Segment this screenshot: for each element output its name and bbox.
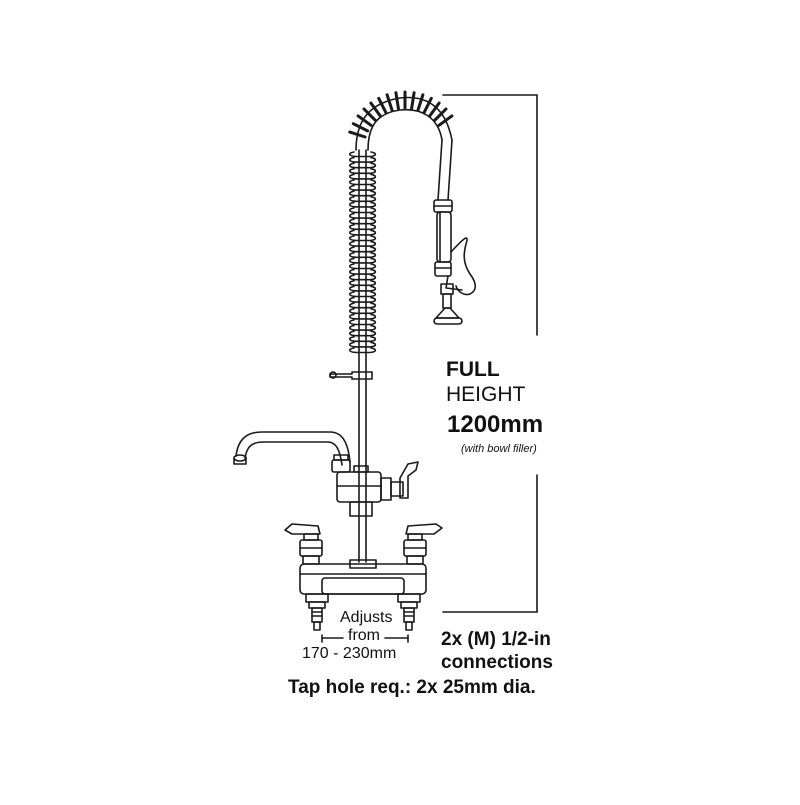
spring-coil bbox=[348, 330, 377, 337]
spring-arch-coil bbox=[394, 91, 400, 110]
spring-coil bbox=[348, 280, 377, 287]
spring-coil bbox=[348, 207, 377, 214]
spring-coil bbox=[348, 246, 377, 253]
right-tap bbox=[403, 523, 443, 565]
height-value: 1200mm bbox=[447, 411, 544, 438]
spring-arch-coil bbox=[410, 91, 416, 110]
spring-coil bbox=[348, 235, 377, 242]
connections-prefix: 2x (M) bbox=[441, 629, 496, 650]
spring-coil bbox=[348, 302, 377, 309]
spring-coil bbox=[348, 201, 377, 208]
spring-arch-coil bbox=[351, 122, 370, 133]
adjusts-label: Adjusts bbox=[340, 609, 393, 626]
spring-coil bbox=[348, 285, 377, 292]
spring-coil bbox=[348, 341, 377, 348]
spring-coil bbox=[348, 324, 377, 331]
spring-coil bbox=[348, 173, 377, 180]
from-label: from bbox=[348, 627, 380, 644]
spring-coil bbox=[348, 240, 377, 247]
spring-coil bbox=[348, 319, 377, 326]
spring-arch-coil bbox=[348, 130, 367, 139]
spring-arch-coil bbox=[385, 93, 394, 112]
spring-coil bbox=[348, 274, 377, 281]
spring-coil bbox=[348, 156, 377, 163]
adjust-dimension-line bbox=[321, 634, 409, 643]
riser-hook bbox=[329, 371, 373, 380]
spring-coil bbox=[348, 268, 377, 275]
swing-spout bbox=[233, 431, 351, 473]
spring-coil bbox=[348, 212, 377, 219]
spring-coil bbox=[348, 190, 377, 197]
spring-coil bbox=[348, 336, 377, 343]
height-note: (with bowl filler) bbox=[461, 443, 537, 455]
spring-coil bbox=[348, 229, 377, 236]
spring-coil bbox=[348, 179, 377, 186]
spring-arch-coil bbox=[437, 114, 454, 127]
right-shank bbox=[397, 593, 421, 631]
spring-coil bbox=[348, 313, 377, 320]
spring-coil bbox=[348, 224, 377, 231]
connections-size: 1/2-in bbox=[501, 629, 551, 650]
spring-coil bbox=[348, 184, 377, 191]
spring-arch-coil bbox=[377, 96, 388, 115]
spring-coil bbox=[348, 308, 377, 315]
connections-count: 2x (M) 1/2-in bbox=[441, 629, 551, 651]
spring-coil bbox=[348, 218, 377, 225]
spray-valve bbox=[433, 199, 477, 325]
height-dimension-line bbox=[442, 94, 538, 613]
spray-hose bbox=[437, 139, 453, 201]
spring-arch-coil bbox=[416, 93, 425, 112]
coil-spring bbox=[348, 151, 377, 354]
spring-coil bbox=[348, 252, 377, 259]
deck-bridge bbox=[299, 559, 427, 595]
spring-coil bbox=[348, 168, 377, 175]
adjust-range: 170 - 230mm bbox=[302, 645, 397, 662]
spring-coil bbox=[348, 151, 377, 158]
spring-coil bbox=[348, 196, 377, 203]
full-label: FULL bbox=[446, 358, 500, 381]
connections-label: connections bbox=[441, 652, 553, 673]
spring-coil bbox=[348, 291, 377, 298]
spring-arch-coil bbox=[356, 114, 373, 127]
spring-arch-coil bbox=[369, 101, 382, 118]
spring-arch-coil bbox=[428, 101, 441, 118]
left-tap bbox=[284, 523, 323, 565]
spring-coil bbox=[348, 257, 377, 264]
spring-coil bbox=[348, 296, 377, 303]
left-shank bbox=[305, 593, 329, 631]
spring-coil bbox=[348, 263, 377, 270]
spring-arch bbox=[348, 90, 454, 151]
spring-coil bbox=[348, 347, 377, 354]
tap-hole-label: Tap hole req.: 2x 25mm dia. bbox=[288, 677, 536, 698]
spring-coil bbox=[348, 162, 377, 169]
spring-arch-coil bbox=[433, 107, 448, 122]
spring-arch-coil bbox=[422, 96, 433, 115]
spout-valve-body bbox=[336, 461, 419, 517]
height-label: HEIGHT bbox=[446, 383, 526, 406]
spring-arch-coil bbox=[362, 107, 377, 122]
